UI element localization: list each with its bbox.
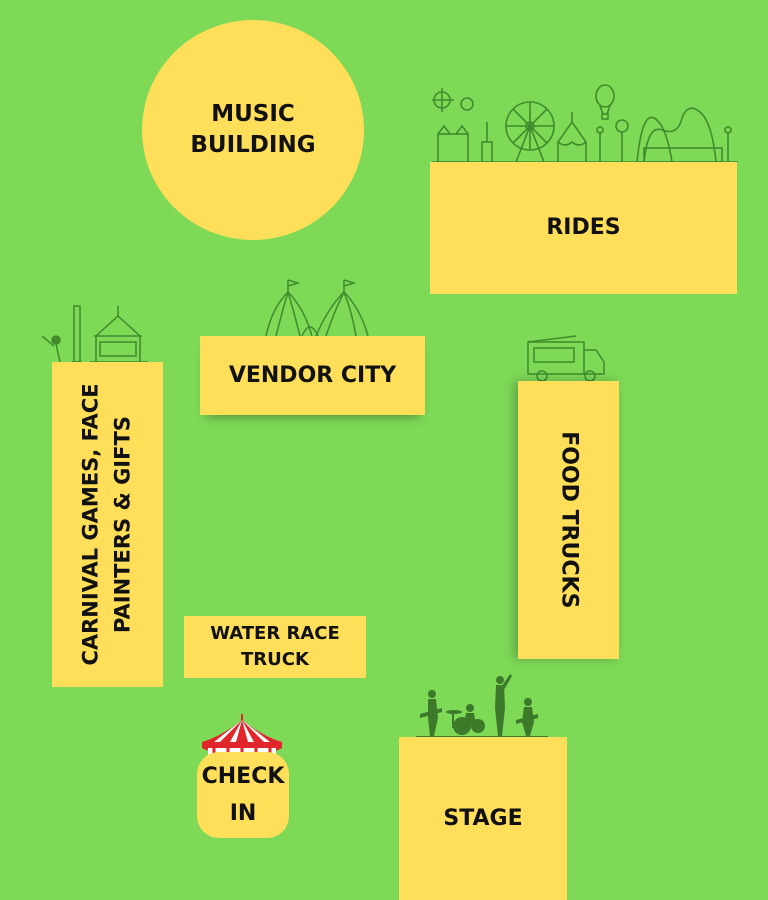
vendor-city-zone: VENDOR CITY	[200, 336, 425, 415]
circus-tents-icon	[265, 279, 369, 337]
amusement-park-skyline-icon	[432, 84, 738, 163]
circus-tent-icon	[202, 714, 282, 756]
vendor-city-label: VENDOR CITY	[228, 362, 397, 388]
rides-zone: RIDES	[430, 162, 737, 294]
stage-label: STAGE	[443, 805, 523, 831]
rides-label: RIDES	[546, 215, 621, 241]
carnival-games-icon	[41, 305, 148, 363]
food-trucks-label: FOOD TRUCKS	[556, 431, 582, 609]
food-truck-icon	[527, 335, 605, 382]
band-silhouette-icon	[416, 674, 548, 738]
stage-zone: STAGE	[399, 737, 567, 900]
food-trucks-zone: FOOD TRUCKS	[518, 381, 619, 659]
